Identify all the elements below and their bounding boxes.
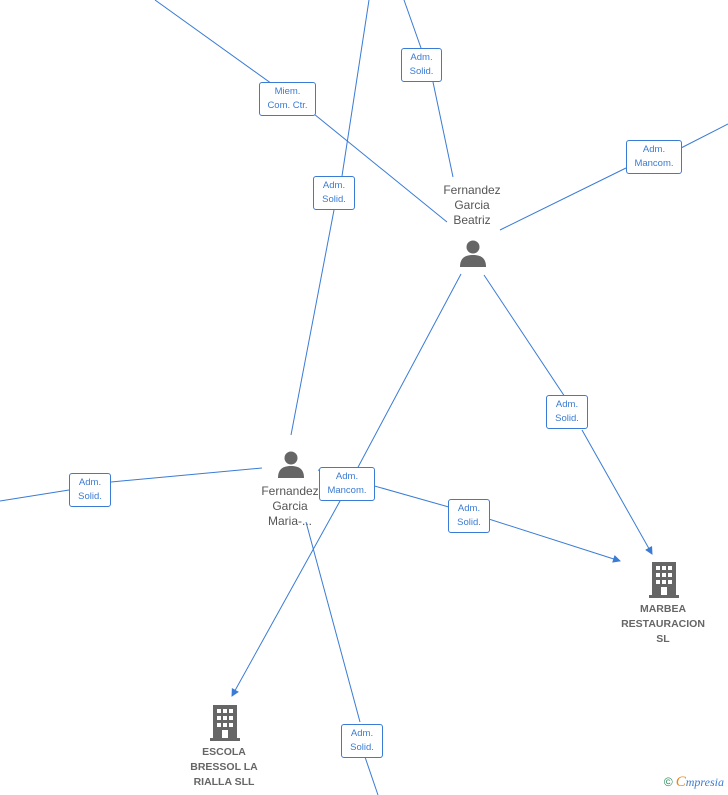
person-name-line: Fernandez [261,484,319,498]
edge-label-line: Adm. [78,477,102,488]
edge-label-line: Adm. [335,471,359,482]
edge-label-adm-mancom-center[interactable]: Adm. Mancom. [319,467,375,501]
edge-label-adm-solid-marbea-beatriz[interactable]: Adm. Solid. [546,395,588,429]
edge-label-line: Solid. [409,66,434,77]
company-name-line: ESCOLA [202,746,246,758]
edge-label-line: Mancom. [634,158,674,169]
edge-label-line: Adm. [322,180,346,191]
edge-label-line: Solid. [322,194,346,205]
edge-label-adm-solid-mid[interactable]: Adm. Solid. [313,176,355,210]
edge-label-line: Adm. [410,52,433,63]
person-label-maria[interactable]: Fernandez Garcia Maria-... [249,484,331,529]
relationship-edge [0,467,263,502]
edge-label-line: Miem. [274,86,301,97]
company-label-escola[interactable]: ESCOLA BRESSOL LA RIALLA SLL [175,745,273,790]
building-icon[interactable] [209,705,241,741]
person-name-line: Garcia [272,499,308,513]
edge-label-adm-solid-bottom[interactable]: Adm. Solid. [341,724,383,758]
copyright-symbol: © [663,775,673,789]
brand-logo-initial: C [675,774,686,790]
edge-label-line: Adm. [555,399,579,410]
building-icon[interactable] [648,562,680,598]
relationship-edge [403,0,454,178]
relationship-edge [499,123,728,231]
edge-label-line: Solid. [457,517,481,528]
company-label-marbea[interactable]: MARBEA RESTAURACION SL [612,602,714,647]
person-name-line: Maria-... [267,514,312,528]
person-name-line: Beatriz [453,213,491,227]
company-name-line: RESTAURACION [621,618,705,630]
person-name-line: Fernandez [443,183,501,197]
edge-label-adm-solid-left[interactable]: Adm. Solid. [69,473,111,507]
edge-label-adm-solid-marbea-maria[interactable]: Adm. Solid. [448,499,490,533]
edge-label-adm-mancom-right[interactable]: Adm. Mancom. [626,140,682,174]
edge-label-line: Solid. [555,413,579,424]
edge-label-adm-solid-top[interactable]: Adm. Solid. [401,48,442,82]
person-name-line: Garcia [454,198,490,212]
company-name-line: MARBEA [639,603,687,615]
edge-label-line: Adm. [457,503,481,514]
person-label-beatriz[interactable]: Fernandez Garcia Beatriz [431,183,513,228]
company-name-line: BRESSOL LA [190,761,258,773]
company-name-line: RIALLA SLL [193,776,255,788]
edge-label-line: Com. Ctr. [267,100,308,111]
person-icon[interactable] [458,238,488,268]
brand-footer: ©Cmpresia [664,774,724,791]
edge-label-line: Solid. [350,742,374,753]
edge-label-miem-com-ctr[interactable]: Miem. Com. Ctr. [259,82,316,116]
relationship-edge [290,0,370,436]
relationship-edge [231,273,462,697]
relationship-edge [305,521,379,795]
relationship-edge [483,274,652,554]
edge-label-line: Mancom. [327,485,367,496]
brand-logo-text: mpresia [685,775,724,789]
person-icon[interactable] [276,449,306,479]
edge-label-line: Solid. [78,491,102,502]
edge-label-line: Adm. [642,144,666,155]
edge-label-line: Adm. [350,728,374,739]
company-name-line: SL [656,633,670,645]
